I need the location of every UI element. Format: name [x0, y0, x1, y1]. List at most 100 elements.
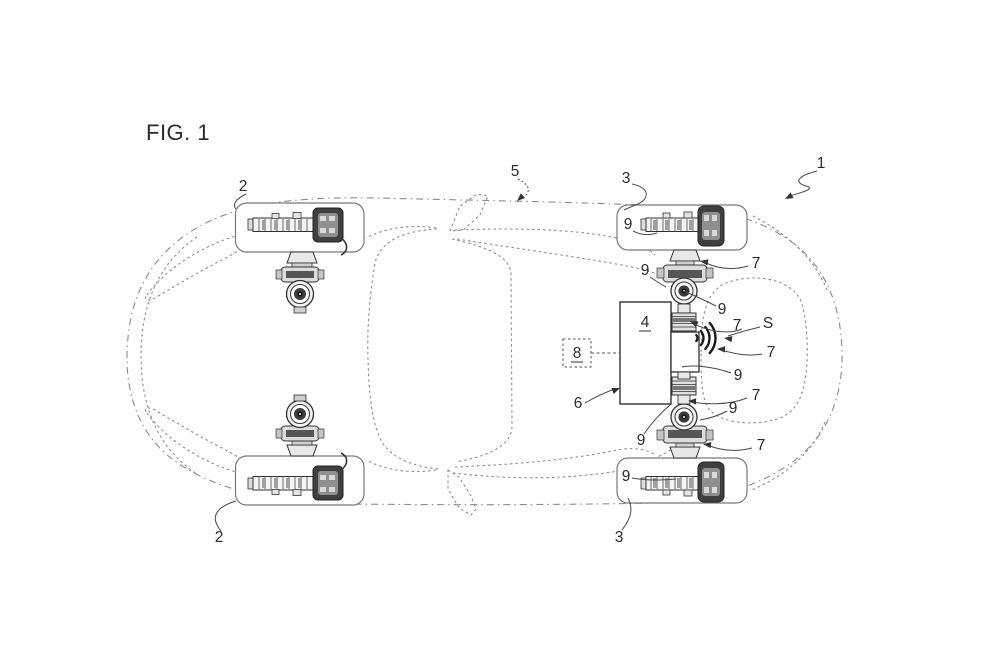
ref-numeral-5: 5: [511, 163, 520, 180]
leader-7-c: [720, 349, 763, 356]
leader-9-g: [631, 477, 677, 481]
speaker-box: [670, 331, 700, 373]
hood-line-bottom: [365, 459, 437, 473]
ref-numeral-9-e: 9: [729, 400, 738, 417]
arrowhead-7-c: [717, 346, 726, 353]
ref-numeral-2-bottom: 2: [215, 529, 224, 546]
leader-9-d: [681, 365, 732, 374]
leader-5: [517, 178, 529, 197]
cv-joint-tab-right: [705, 267, 714, 279]
leader-lines: [214, 170, 818, 532]
ref-numeral-7-c: 7: [767, 344, 776, 361]
ref-numeral-1: 1: [817, 155, 826, 172]
lower-connector-shaft: [677, 371, 691, 380]
front-bumper-inner-line: [140, 236, 198, 475]
rear-inner-line-bottom: [751, 421, 826, 491]
front-wheel-assembly-top: [234, 202, 365, 314]
leader-2-bottom: [214, 500, 237, 532]
axle-nub-1: [662, 212, 671, 219]
leader-7-d: [691, 397, 748, 405]
coupling-bell: [286, 251, 318, 264]
ref-numeral-9-f: 9: [637, 432, 646, 449]
leader-7-e: [706, 444, 753, 451]
cv-joint-tab-left: [275, 269, 283, 280]
hood-line-top: [365, 225, 437, 239]
leader-9-e: [699, 410, 728, 421]
ref-numeral-3-bottom: 3: [615, 529, 624, 546]
drive-shaft: [677, 303, 691, 314]
arrowhead-7-a: [700, 259, 709, 266]
ref-numeral-7-b: 7: [733, 317, 742, 334]
headlight-top: [144, 232, 256, 301]
ref-numeral-3-top: 3: [622, 170, 631, 187]
gearbox-box-4: [619, 301, 672, 405]
leader-2-top: [233, 193, 247, 210]
arrowhead-6: [611, 388, 620, 394]
ref-numeral-2-top: 2: [239, 178, 248, 195]
cv-joint-tab-right: [317, 269, 325, 280]
beltline-bottom-a: [454, 448, 655, 468]
ref-numeral-9-d: 9: [734, 367, 743, 384]
coupling-bell: [669, 249, 701, 262]
rear-window-oval: [700, 277, 808, 424]
ref-numeral-9-c: 9: [718, 301, 727, 318]
ref-numeral-9-a: 9: [624, 216, 633, 233]
ref-numeral-7-d: 7: [752, 387, 761, 404]
axle-nub-2: [292, 212, 302, 219]
beltline-top-b: [456, 238, 700, 298]
rear-wheel-assembly-top: [616, 204, 748, 332]
ref-numeral-9-b: 9: [641, 262, 650, 279]
wheel-motor: [285, 279, 315, 309]
axle-nub-1: [271, 213, 280, 219]
rear-inner-line-top: [752, 215, 828, 291]
windshield-inner-line: [451, 238, 513, 463]
leader-arrowheads: [517, 192, 794, 449]
arrowhead-5: [517, 193, 526, 201]
leader-7-a: [703, 261, 749, 270]
headlight-bottom: [144, 407, 256, 476]
ribbed-coupling-band: [672, 318, 696, 322]
arrowhead-7-e: [703, 441, 712, 449]
brake-slots: [320, 216, 335, 233]
ref-numeral-S: S: [763, 315, 773, 332]
arrowhead-1: [785, 192, 794, 199]
cv-joint-band: [668, 270, 702, 278]
ref-numeral-8: 8: [573, 345, 582, 362]
leader-9-f: [643, 403, 672, 435]
leader-6: [584, 388, 616, 404]
leader-9-a: [632, 230, 658, 236]
leader-9-c: [682, 290, 717, 307]
figure-title: FIG. 1: [146, 120, 210, 145]
ref-numeral-7-a: 7: [752, 255, 761, 272]
coupling-plate: [291, 262, 313, 268]
motor-stub: [293, 306, 307, 314]
arrowhead-7-b: [690, 321, 699, 328]
side-mirror-bottom: [447, 468, 477, 516]
arrowhead-7-d: [688, 398, 697, 405]
front-wheel-assembly-bottom: [234, 394, 365, 506]
ref-numeral-9-g: 9: [622, 468, 631, 485]
leader-9-b: [649, 276, 667, 288]
axle-end-cap: [640, 218, 647, 231]
ref-numeral-6: 6: [574, 395, 583, 412]
axle-segments: [653, 220, 693, 230]
arrowhead-S: [724, 335, 733, 343]
axle-end-cap: [247, 218, 254, 231]
brake-slots: [704, 215, 717, 236]
brake-caliper-hook: [340, 237, 348, 256]
leader-1: [789, 170, 818, 197]
ref-numeral-7-e: 7: [757, 437, 766, 454]
cabin-front-outline: [367, 228, 440, 470]
reference-labels: FIG. 1 1 2 2 3 3 4 5 6 7 7 7 7 7 8 9 9 9…: [146, 120, 825, 546]
leader-3-bottom: [621, 497, 632, 531]
cv-joint-tab-left: [656, 267, 665, 279]
axle-nub-2: [683, 211, 693, 219]
ribbed-coupling-ribs: [672, 316, 696, 328]
cv-joint-band: [286, 271, 314, 278]
leader-S: [727, 326, 761, 337]
ref-numeral-4: 4: [641, 314, 650, 331]
axle-segments: [262, 220, 302, 230]
central-powertrain: [562, 301, 717, 405]
